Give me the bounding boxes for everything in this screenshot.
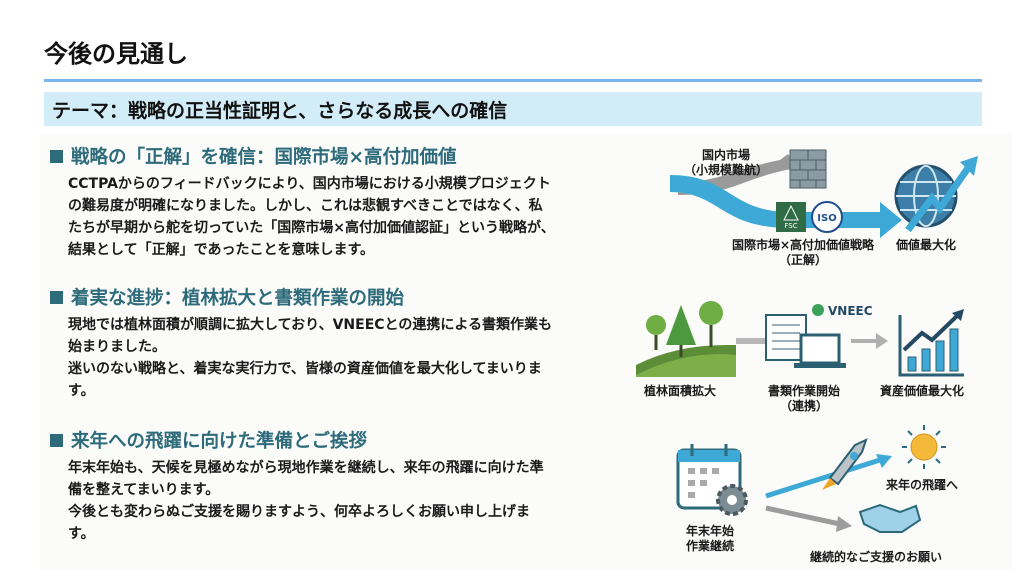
section-heading: 戦略の「正解」を確信：国際市場×高付加価値 bbox=[50, 143, 620, 169]
strategy-diagram: FSC ISO bbox=[670, 149, 978, 238]
section-body: 現地では植林面積が順調に拡大しており、VNEECとの連携による書類作業も始まりま… bbox=[68, 317, 552, 399]
calendar-gear-icon bbox=[676, 444, 748, 516]
svg-text:FSC: FSC bbox=[784, 222, 797, 230]
section-body: CCTPAからのフィードバックにより、国内市場における小規模プロジェクトの難易度… bbox=[68, 176, 555, 258]
section-progress: 着実な進捗：植林拡大と書類作業の開始 現地では植林面積が順調に拡大しており、VN… bbox=[50, 284, 620, 402]
sun-icon bbox=[902, 425, 946, 469]
forest-icon bbox=[636, 301, 736, 377]
connector-line bbox=[736, 338, 766, 344]
vneec-logo-icon bbox=[812, 304, 824, 316]
section-next-year: 来年への飛躍に向けた準備とご挨拶 年末年始も、天候を見極めながら現地作業を継続し… bbox=[50, 427, 620, 545]
international-label: 国際市場×高付加価値戦略（正解） bbox=[732, 238, 875, 267]
domestic-label: 国内市場（小規模難航） bbox=[684, 148, 769, 177]
value-max-label: 価値最大化 bbox=[896, 238, 957, 252]
theme-banner: テーマ：戦略の正当性証明と、さらなる成長への確信 bbox=[44, 92, 982, 126]
section-heading: 来年への飛躍に向けた準備とご挨拶 bbox=[50, 427, 620, 453]
growth-chart-icon bbox=[898, 309, 964, 377]
support-label: 継続的なご支援のお願い bbox=[810, 550, 943, 564]
page-title: 今後の見通し bbox=[44, 40, 188, 68]
support-arrow bbox=[765, 505, 841, 527]
leap-arrow bbox=[765, 457, 881, 499]
next-year-diagram bbox=[676, 425, 946, 533]
title-divider bbox=[44, 79, 982, 82]
svg-text:VNEEC: VNEEC bbox=[828, 304, 873, 318]
globe-growth-icon bbox=[894, 156, 978, 233]
rocket-icon bbox=[822, 438, 868, 490]
right-arrow-icon bbox=[851, 333, 888, 349]
leap-arrowhead-icon bbox=[876, 454, 892, 468]
calendar-label: 年末年始作業継続 bbox=[686, 524, 735, 553]
handshake-icon bbox=[858, 503, 922, 533]
iso-logo-icon: ISO bbox=[811, 201, 843, 233]
svg-text:ISO: ISO bbox=[817, 213, 836, 224]
international-arrow bbox=[670, 175, 902, 238]
documents-laptop-icon bbox=[765, 314, 846, 368]
planting-label: 植林面積拡大 bbox=[644, 384, 717, 398]
progress-diagram: VNEEC bbox=[636, 301, 964, 377]
bullet-square-icon bbox=[50, 149, 63, 163]
leap-label: 来年の飛躍へ bbox=[886, 478, 959, 492]
fsc-logo-icon: FSC bbox=[776, 202, 806, 232]
bullet-square-icon bbox=[50, 433, 63, 447]
documents-label: 書類作業開始（連携） bbox=[768, 384, 841, 413]
brick-wall-icon bbox=[789, 149, 827, 189]
section-strategy: 戦略の「正解」を確信：国際市場×高付加価値 CCTPAからのフィードバックにより… bbox=[50, 143, 620, 261]
asset-value-label: 資産価値最大化 bbox=[880, 384, 965, 398]
section-body: 年末年始も、天候を見極めながら現地作業を継続し、来年の飛躍に向けた準備を整えてま… bbox=[68, 460, 544, 542]
bullet-square-icon bbox=[50, 290, 63, 304]
content-area bbox=[40, 134, 1012, 570]
section-heading: 着実な進捗：植林拡大と書類作業の開始 bbox=[50, 284, 620, 310]
support-arrowhead-icon bbox=[836, 516, 852, 532]
